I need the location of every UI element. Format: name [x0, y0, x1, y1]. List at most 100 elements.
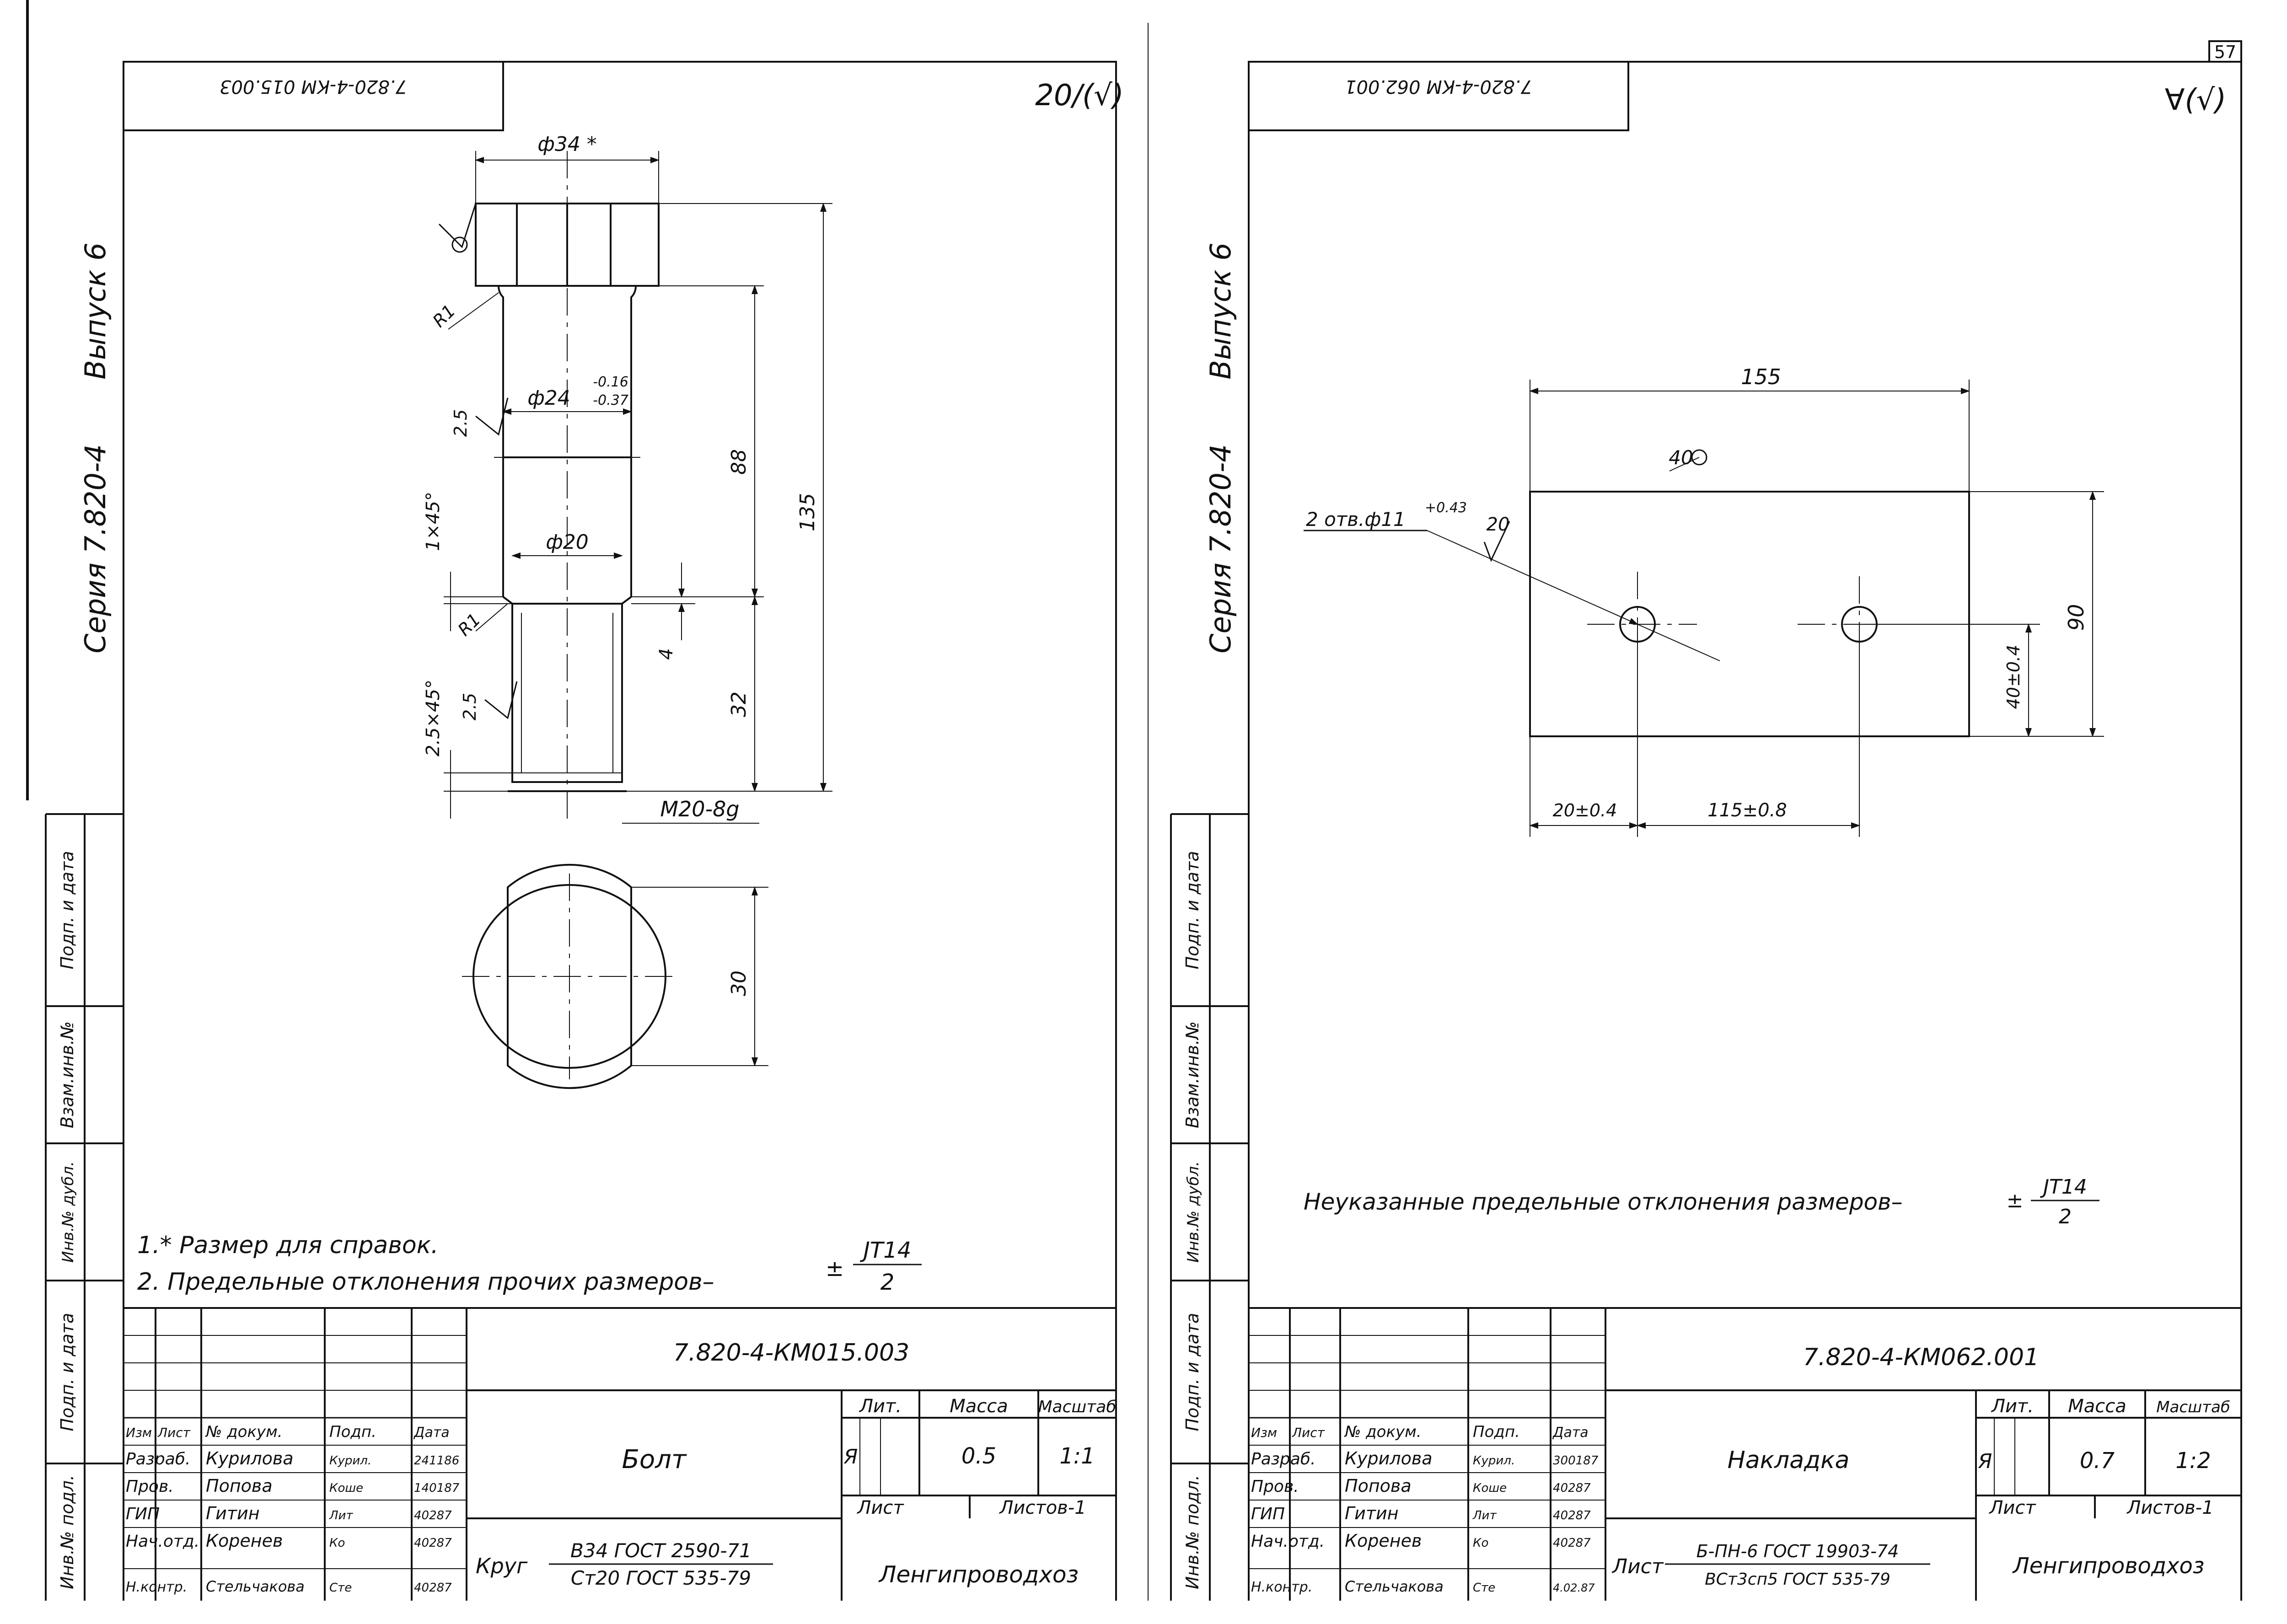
right-stamp-name-3: Коренев [1345, 1531, 1422, 1551]
right-stamp-role-0: Разраб. [1251, 1450, 1315, 1469]
left-stamp-material-prefix: Круг [476, 1554, 528, 1578]
dim-len-32: 32 [727, 691, 751, 717]
right-stamp-header-date: Дата [1552, 1425, 1589, 1441]
right-stamp-role-2: ГИП [1251, 1505, 1285, 1523]
roughness-shank: 2.5 [451, 409, 471, 437]
left-margin-label-0: Подп. и дата [57, 851, 77, 970]
right-stamp-sheets-label: Листов-1 [2126, 1497, 2213, 1518]
right-stamp-role-3: Нач.отд. [1251, 1532, 1325, 1551]
right-series-label: Серия 7.820-4 [1204, 444, 1237, 653]
right-stamp-scale: 1:2 [2175, 1448, 2211, 1474]
right-margin-label-4: Инв.№ подл. [1182, 1475, 1203, 1589]
right-issue-label: Выпуск 6 [1204, 242, 1237, 379]
dim-d24-upper-tol: -0.16 [593, 374, 628, 390]
right-stamp-lit-header: Лит. [1991, 1396, 2034, 1417]
right-stamp-header-doc: № докум. [1344, 1423, 1422, 1441]
left-stamp-doc-code: 7.820-4-КМ015.003 [673, 1339, 909, 1367]
left-stamp-header-doc: № докум. [205, 1423, 283, 1441]
dim-pitch-115: 115±0.8 [1707, 800, 1787, 821]
left-stamp-role-4: Н.контр. [126, 1579, 187, 1595]
left-stamp-name-3: Коренев [206, 1531, 283, 1551]
right-stamp-lit: Я [1978, 1450, 1992, 1473]
dim-chamfer-2-5x45: 2.5×45° [423, 680, 444, 756]
right-stamp-sign-3: Ко [1473, 1536, 1488, 1550]
left-stamp-mass-header: Масса [950, 1396, 1008, 1417]
right-margin-label-1: Взам.инв.№ [1182, 1021, 1203, 1128]
thread-spec: М20-8g [660, 797, 739, 821]
right-stamp-name-2: Гитин [1345, 1503, 1399, 1523]
page-number: 57 [2214, 42, 2236, 62]
dim-r1-bottom: R1 [454, 609, 484, 640]
right-stamp-part-name: Накладка [1728, 1447, 1850, 1474]
note-2: 2. Предельные отклонения прочих размеров… [137, 1268, 714, 1296]
left-frame [123, 61, 1117, 1601]
right-note-tol-numerator: JT14 [2040, 1175, 2087, 1199]
right-note-pm: ± [2007, 1189, 2024, 1212]
left-stamp-role-2: ГИП [126, 1505, 160, 1523]
left-stamp-header-sign: Подп. [329, 1423, 376, 1441]
dim-thickness-40: 40 [1669, 446, 1693, 469]
left-stamp-date-0: 241186 [414, 1454, 459, 1468]
left-stamp-scale: 1:1 [1059, 1443, 1095, 1469]
right-stamp-sign-4: Сте [1473, 1581, 1495, 1595]
left-stamp-sign-1: Коше [329, 1481, 363, 1495]
right-margin-label-0: Подп. и дата [1182, 851, 1203, 970]
left-stamp-sign-4: Сте [329, 1581, 352, 1595]
left-stamp-name-0: Курилова [206, 1448, 294, 1469]
left-stamp-lit: Я [843, 1445, 858, 1469]
note-2-pm: ± [826, 1256, 844, 1281]
left-margin-label-2: Инв.№ дубл. [59, 1161, 77, 1263]
left-stamp-date-1: 140187 [414, 1481, 460, 1495]
left-stamp-material-bottom: Ст20 ГОСТ 535-79 [571, 1567, 751, 1589]
left-stamp-date-4: 40287 [414, 1581, 452, 1595]
left-stamp-organization: Ленгипроводхоз [878, 1561, 1079, 1588]
right-stamp-header-sign: Подп. [1473, 1423, 1520, 1441]
right-sheet-text: 7.820-4-КМ 062.001 ∀(√) Серия 7.820-4 Вы… [1182, 76, 2230, 1595]
left-series-label: Серия 7.820-4 [79, 444, 112, 653]
right-margin-label-3: Подп. и дата [1182, 1313, 1203, 1431]
left-stamp-scale-header: Масштаб [1038, 1398, 1116, 1416]
right-stamp-role-1: Пров. [1251, 1477, 1299, 1496]
dim-d34: ф34 * [537, 133, 597, 156]
left-stamp-mass: 0.5 [961, 1443, 996, 1469]
left-stamp-sign-3: Ко [329, 1536, 345, 1550]
right-sheet [1170, 61, 2242, 1601]
right-stamp-organization: Ленгипроводхоз [2012, 1553, 2205, 1579]
holes-roughness: 20 [1487, 514, 1510, 535]
dim-offset-20: 20±0.4 [1553, 800, 1617, 820]
dim-len-135: 135 [796, 493, 819, 531]
left-stamp-lit-header: Лит. [859, 1396, 902, 1417]
right-stamp-material-prefix: Лист [1611, 1555, 1664, 1578]
dim-d24-lower-tol: -0.37 [593, 392, 628, 408]
right-stamp-material-top: Б-ПН-6 ГОСТ 19903-74 [1696, 1541, 1899, 1561]
right-stamp-sign-0: Курил. [1473, 1454, 1515, 1468]
left-stamp-sign-0: Курил. [329, 1454, 371, 1468]
left-stamp-name-1: Попова [206, 1476, 273, 1496]
left-stamp-sign-2: Лит [329, 1509, 353, 1522]
right-stamp-date-3: 40287 [1553, 1536, 1591, 1550]
right-stamp-date-4: 4.02.87 [1553, 1581, 1595, 1594]
dim-d20: ф20 [546, 531, 589, 554]
left-stamp-sheets-label: Листов-1 [999, 1497, 1086, 1518]
left-stamp-name-4: Стельчакова [206, 1578, 305, 1595]
right-margin-label-2: Инв.№ дубл. [1184, 1161, 1203, 1263]
dim-height-90: 90 [2064, 604, 2088, 631]
left-stamp-material-top: В34 ГОСТ 2590-71 [570, 1539, 752, 1562]
right-frame [1249, 61, 2242, 1601]
roughness-thread: 2.5 [460, 693, 480, 720]
right-stamp-mass: 0.7 [2080, 1448, 2115, 1474]
dim-height-40: 40±0.4 [2003, 645, 2024, 709]
left-stamp-date-3: 40287 [414, 1536, 452, 1550]
left-stamp-header-izm: Изм [126, 1425, 152, 1440]
right-stamp-sign-1: Коше [1473, 1481, 1507, 1495]
dim-len-4: 4 [656, 648, 677, 659]
dim-len-30: 30 [727, 970, 751, 996]
left-stamp-part-name: Болт [622, 1445, 687, 1474]
left-stamp-role-3: Нач.отд. [126, 1532, 199, 1551]
left-stamp-header-list: Лист [157, 1425, 191, 1440]
note-2-tol-numerator: JT14 [860, 1238, 912, 1263]
left-stamp-date-2: 40287 [414, 1509, 452, 1522]
dim-d24: ф24 [527, 386, 570, 410]
